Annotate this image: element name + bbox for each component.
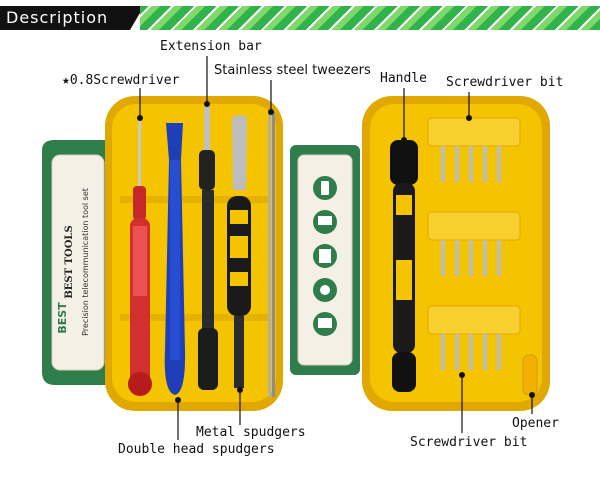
laptop-icon (313, 210, 337, 234)
label-screwdriver-bit-top: Screwdriver bit (446, 75, 563, 90)
bit-holder-middle (427, 211, 521, 276)
red-screwdriver (128, 118, 152, 396)
left-green-flap: BEST TOOLS Precision telecommunication t… (42, 140, 110, 385)
product-subtitle-text: Precision telecommunication tool set (81, 188, 90, 336)
black-extension-bar (198, 104, 218, 390)
label-screwdriver-bit-bottom: Screwdriver bit (410, 435, 527, 450)
phone-icon (313, 176, 337, 200)
metal-spudger (227, 115, 251, 388)
screwdriver-handle (390, 140, 418, 392)
label-metal-spudgers: Metal spudgers (196, 425, 306, 440)
bit-holder-top (427, 117, 521, 182)
tablet-icon (313, 244, 337, 268)
left-logo-text: BEST (56, 302, 69, 334)
label-opener: Opener (512, 416, 559, 431)
callout-dots (137, 101, 535, 403)
label-08-screwdriver: ★0.8Screwdriver (62, 73, 180, 88)
tweezers (268, 112, 275, 397)
blue-spudger (164, 123, 186, 395)
bit-holder-bottom (427, 305, 521, 370)
header-stripe-bar (140, 6, 600, 30)
brand-name-text: BEST TOOLS (64, 225, 75, 298)
description-header: Description (0, 0, 600, 32)
watch-icon (313, 278, 337, 302)
label-handle: Handle (380, 71, 427, 86)
label-double-head-spudgers: Double head spudgers (118, 442, 275, 457)
middle-green-flap (290, 145, 360, 375)
callout-lines (139, 56, 533, 440)
label-extension-bar: Extension bar (160, 39, 262, 54)
label-tweezers: Stainless steel tweezers (214, 63, 371, 78)
opener-tool (522, 354, 538, 396)
monitor-icon (313, 312, 337, 336)
